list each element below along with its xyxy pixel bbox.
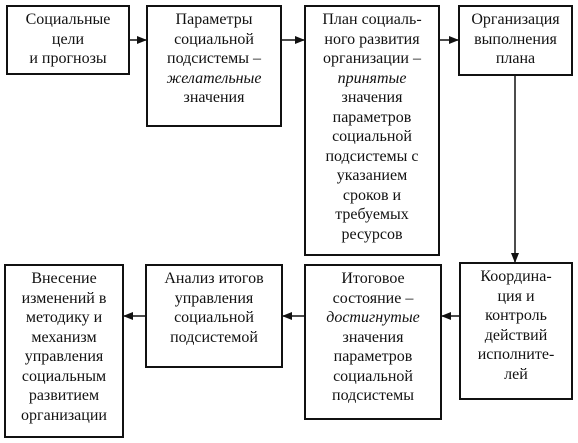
box-analysis: Анализ итогов управления социальной подсист… [145,264,283,368]
box-plan: План социаль-ного развития организации – п… [304,5,440,256]
plan-line: организации – [323,50,421,67]
organization-line: выполнения [474,30,557,48]
parameters-line: значения [183,89,245,106]
analysis-line: социальной [174,309,254,326]
coordination-line: контроль [485,307,547,324]
box-final-state: Итоговое состояние – достигнутые значения па… [304,264,442,420]
final-state-line: социальной [333,367,413,385]
analysis-line: управления [174,289,254,307]
coordination-line: исполните- [477,346,555,363]
social-goals-line: цели [51,30,85,48]
organization-line: Организация [471,11,560,28]
coordination-line: действий [484,326,548,344]
box-organization: Организация выполнения плана [458,5,573,76]
final-state-line: Итоговое [341,270,405,287]
plan-line: социальной [332,128,412,145]
coordination-line: Координа- [480,268,552,285]
changes-line: организации [21,406,107,424]
organization-line: плана [495,50,536,67]
plan-line: значения [341,89,403,106]
plan-line: требуемых [335,206,409,223]
final-state-line: достигнутые [326,309,420,326]
analysis-line: Анализ итогов [164,270,264,287]
plan-line: ного развития [324,30,420,48]
plan-line: План социаль- [322,11,422,28]
final-state-line: значения [342,328,404,346]
changes-line: механизм [31,328,97,346]
final-state-line: параметров [333,348,413,365]
box-changes: Внесение изменений в методику и механизм упр… [4,264,124,438]
plan-line: подсистемы с [325,147,419,165]
final-state-line: подсистемы [332,387,414,404]
box-coordination: Координа-ция и контроль действий исполните-… [459,262,573,400]
box-social-goals: Социальные цели и прогнозы [6,5,130,75]
changes-line: развитием [28,387,100,404]
parameters-line: социальной [174,30,254,48]
changes-line: управления [24,348,104,365]
final-state-line: состояние – [332,289,414,307]
parameters-line: подсистемы – [167,50,261,67]
changes-line: изменений в [21,289,107,307]
coordination-line: лей [504,365,528,383]
plan-line: параметров [332,108,412,126]
changes-line: социальным [21,367,107,385]
plan-line: принятые [337,69,407,87]
box-parameters: Параметры социальной подсистемы – желательн… [146,5,282,127]
parameters-line: Параметры [175,11,253,28]
plan-line: указанием [336,167,408,184]
plan-line: сроков и [342,186,402,204]
social-goals-line: Социальные [25,11,111,28]
changes-line: методику и [25,309,103,326]
changes-line: Внесение [31,270,97,287]
social-goals-line: и прогнозы [29,50,107,67]
analysis-line: подсистемой [170,328,258,346]
coordination-line: ция и [497,287,535,305]
plan-line: ресурсов [341,225,403,243]
parameters-line: желательные [166,69,262,87]
